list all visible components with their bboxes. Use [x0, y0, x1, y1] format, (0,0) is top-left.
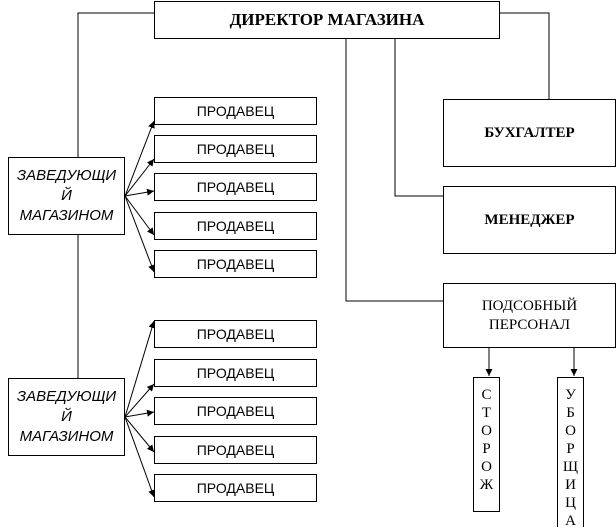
store-manager-2-line-1: ЗАВЕДУЮЩИ	[16, 388, 117, 405]
seller-box-1-1: ПРОДАВЕЦ	[154, 97, 317, 125]
arrow-manager1-seller4	[124, 195, 155, 236]
seller-label: ПРОДАВЕЦ	[196, 103, 275, 119]
seller-box-2-3: ПРОДАВЕЦ	[154, 397, 317, 425]
seller-box-1-4: ПРОДАВЕЦ	[154, 212, 317, 240]
arrow-manager2-seller4	[124, 416, 155, 453]
seller-box-1-2: ПРОДАВЕЦ	[154, 135, 317, 163]
accountant-label: БУХГАЛТЕР	[484, 124, 575, 141]
cleaner-letter: А	[565, 513, 576, 529]
seller-label: ПРОДАВЕЦ	[196, 179, 275, 195]
seller-box-1-3: ПРОДАВЕЦ	[154, 173, 317, 201]
auxiliary-staff-label: ПОДСОБНЫЙ ПЕРСОНАЛ	[482, 297, 577, 335]
seller-box-1-5: ПРОДАВЕЦ	[154, 250, 317, 278]
seller-label: ПРОДАВЕЦ	[196, 141, 275, 157]
watchman-letter: Р	[482, 441, 491, 457]
seller-label: ПРОДАВЕЦ	[196, 480, 275, 496]
store-manager-1-line-1: ЗАВЕДУЮЩИ	[16, 167, 117, 184]
line-director-to-accountant	[500, 12, 550, 99]
accountant-box: БУХГАЛТЕР	[443, 99, 616, 167]
arrow-manager2-seller2	[124, 383, 155, 418]
cleaner-letter: Щ	[562, 459, 579, 475]
line-director-to-manager-staff	[394, 39, 443, 197]
arrow-manager2-seller5	[124, 416, 155, 498]
seller-label: ПРОДАВЕЦ	[196, 218, 275, 234]
store-manager-1-line-2: Й	[61, 187, 72, 204]
manager-label: МЕНЕДЖЕР	[484, 211, 575, 228]
seller-label: ПРОДАВЕЦ	[196, 365, 275, 381]
store-manager-2-line-2: Й	[61, 408, 72, 425]
seller-box-2-4: ПРОДАВЕЦ	[154, 436, 317, 464]
arrow-manager2-seller1	[124, 320, 156, 418]
seller-label: ПРОДАВЕЦ	[196, 326, 275, 342]
manager-box: МЕНЕДЖЕР	[443, 186, 616, 254]
store-manager-2-line-3: МАГАЗИНОМ	[19, 428, 114, 445]
cleaner-letter: Р	[566, 441, 575, 457]
arrow-manager1-seller3	[124, 188, 155, 197]
arrow-manager1-seller2	[124, 158, 155, 197]
cleaner-letter: О	[565, 423, 576, 439]
line-director-to-managers	[77, 12, 154, 157]
watchman-letter: С	[481, 387, 492, 403]
director-label: ДИРЕКТОР МАГАЗИНА	[229, 10, 425, 29]
seller-label: ПРОДАВЕЦ	[196, 403, 275, 419]
arrow-manager2-seller3	[124, 409, 155, 418]
store-manager-box-1: ЗАВЕДУЮЩИ Й МАГАЗИНОМ	[8, 157, 125, 235]
seller-label: ПРОДАВЕЦ	[196, 442, 275, 458]
store-manager-label-2: ЗАВЕДУЮЩИ Й МАГАЗИНОМ	[17, 387, 116, 447]
watchman-letter: О	[481, 459, 492, 475]
seller-label: ПРОДАВЕЦ	[196, 256, 275, 272]
store-manager-1-line-3: МАГАЗИНОМ	[19, 207, 114, 224]
seller-box-2-5: ПРОДАВЕЦ	[154, 474, 317, 502]
seller-box-2-1: ПРОДАВЕЦ	[154, 320, 317, 348]
watchman-box: С Т О Р О Ж	[473, 377, 500, 512]
line-director-to-auxiliary	[345, 39, 443, 302]
cleaner-letter: У	[565, 387, 576, 403]
arrow-manager1-seller1	[124, 120, 155, 197]
cleaner-letter: Б	[566, 405, 575, 421]
director-box: ДИРЕКТОР МАГАЗИНА	[154, 1, 500, 39]
cleaner-box: У Б О Р Щ И Ц А	[557, 377, 584, 529]
arrow-manager1-seller5	[124, 195, 155, 273]
watchman-letter: О	[481, 423, 492, 439]
watchman-letter: Т	[481, 405, 492, 421]
watchman-letter: Ж	[479, 477, 494, 493]
seller-box-2-2: ПРОДАВЕЦ	[154, 359, 317, 387]
auxiliary-staff-line-2: ПЕРСОНАЛ	[488, 316, 571, 333]
cleaner-letter: Ц	[565, 495, 576, 511]
store-manager-box-2: ЗАВЕДУЮЩИ Й МАГАЗИНОМ	[8, 378, 125, 456]
cleaner-letter: И	[565, 477, 576, 493]
auxiliary-staff-line-1: ПОДСОБНЫЙ	[481, 297, 578, 314]
store-manager-label-1: ЗАВЕДУЮЩИ Й МАГАЗИНОМ	[17, 166, 116, 226]
auxiliary-staff-box: ПОДСОБНЫЙ ПЕРСОНАЛ	[443, 283, 616, 348]
